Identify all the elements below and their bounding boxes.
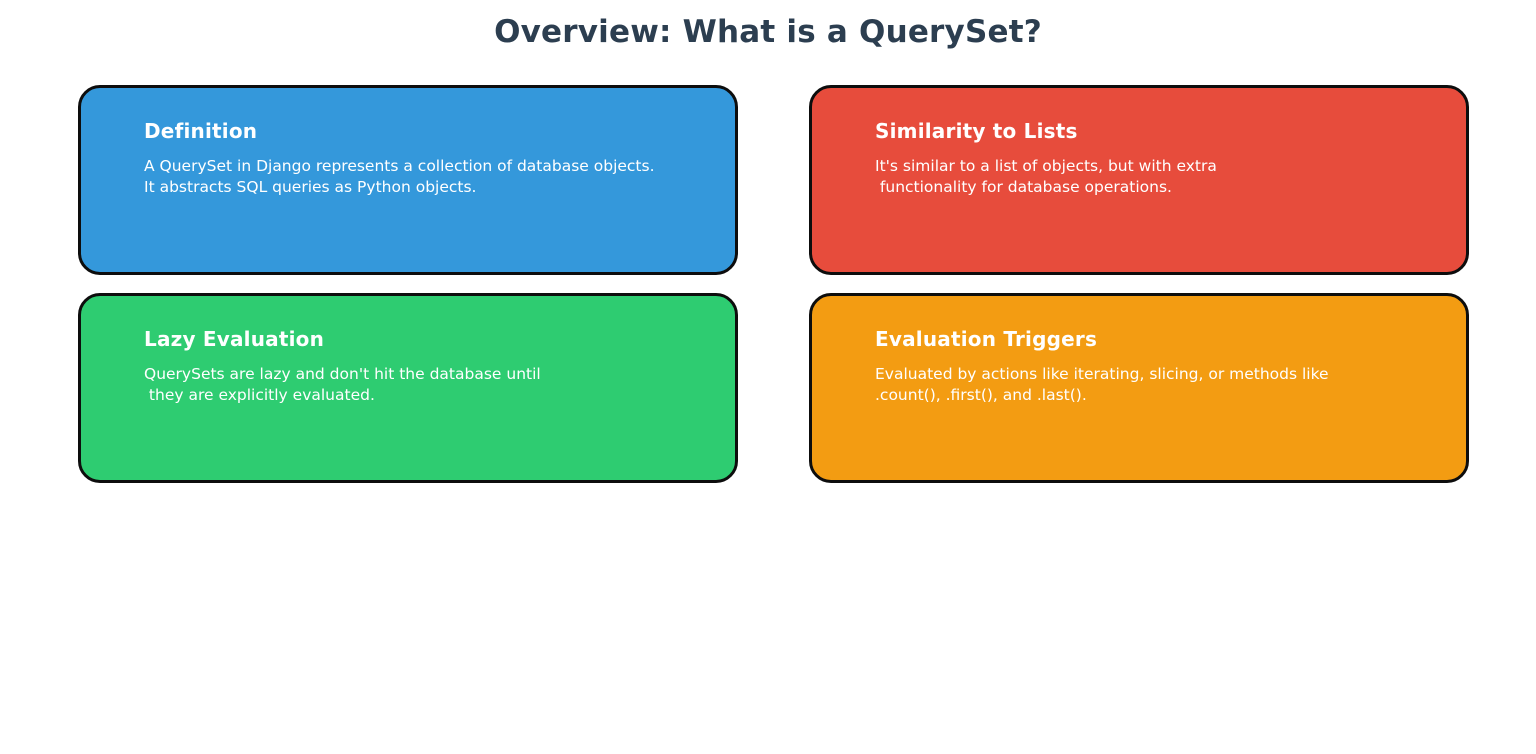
card-body: It's similar to a list of objects, but w… <box>875 157 1217 196</box>
card-body: Evaluated by actions like iterating, sli… <box>875 365 1329 404</box>
card-heading: Definition <box>144 119 258 143</box>
card-evaluation-triggers[interactable]: Evaluation Triggers Evaluated by actions… <box>809 293 1469 483</box>
card-heading: Similarity to Lists <box>875 119 1078 143</box>
card-body: QuerySets are lazy and don't hit the dat… <box>144 365 541 404</box>
card-grid: Definition A QuerySet in Django represen… <box>78 85 1474 489</box>
card-lazy-evaluation[interactable]: Lazy Evaluation QuerySets are lazy and d… <box>78 293 738 483</box>
card-definition[interactable]: Definition A QuerySet in Django represen… <box>78 85 738 275</box>
card-heading: Evaluation Triggers <box>875 327 1098 351</box>
card-similarity-to-lists[interactable]: Similarity to Lists It's similar to a li… <box>809 85 1469 275</box>
card-body: A QuerySet in Django represents a collec… <box>144 157 655 196</box>
card-heading: Lazy Evaluation <box>144 327 325 351</box>
page-title: Overview: What is a QuerySet? <box>494 14 1042 50</box>
